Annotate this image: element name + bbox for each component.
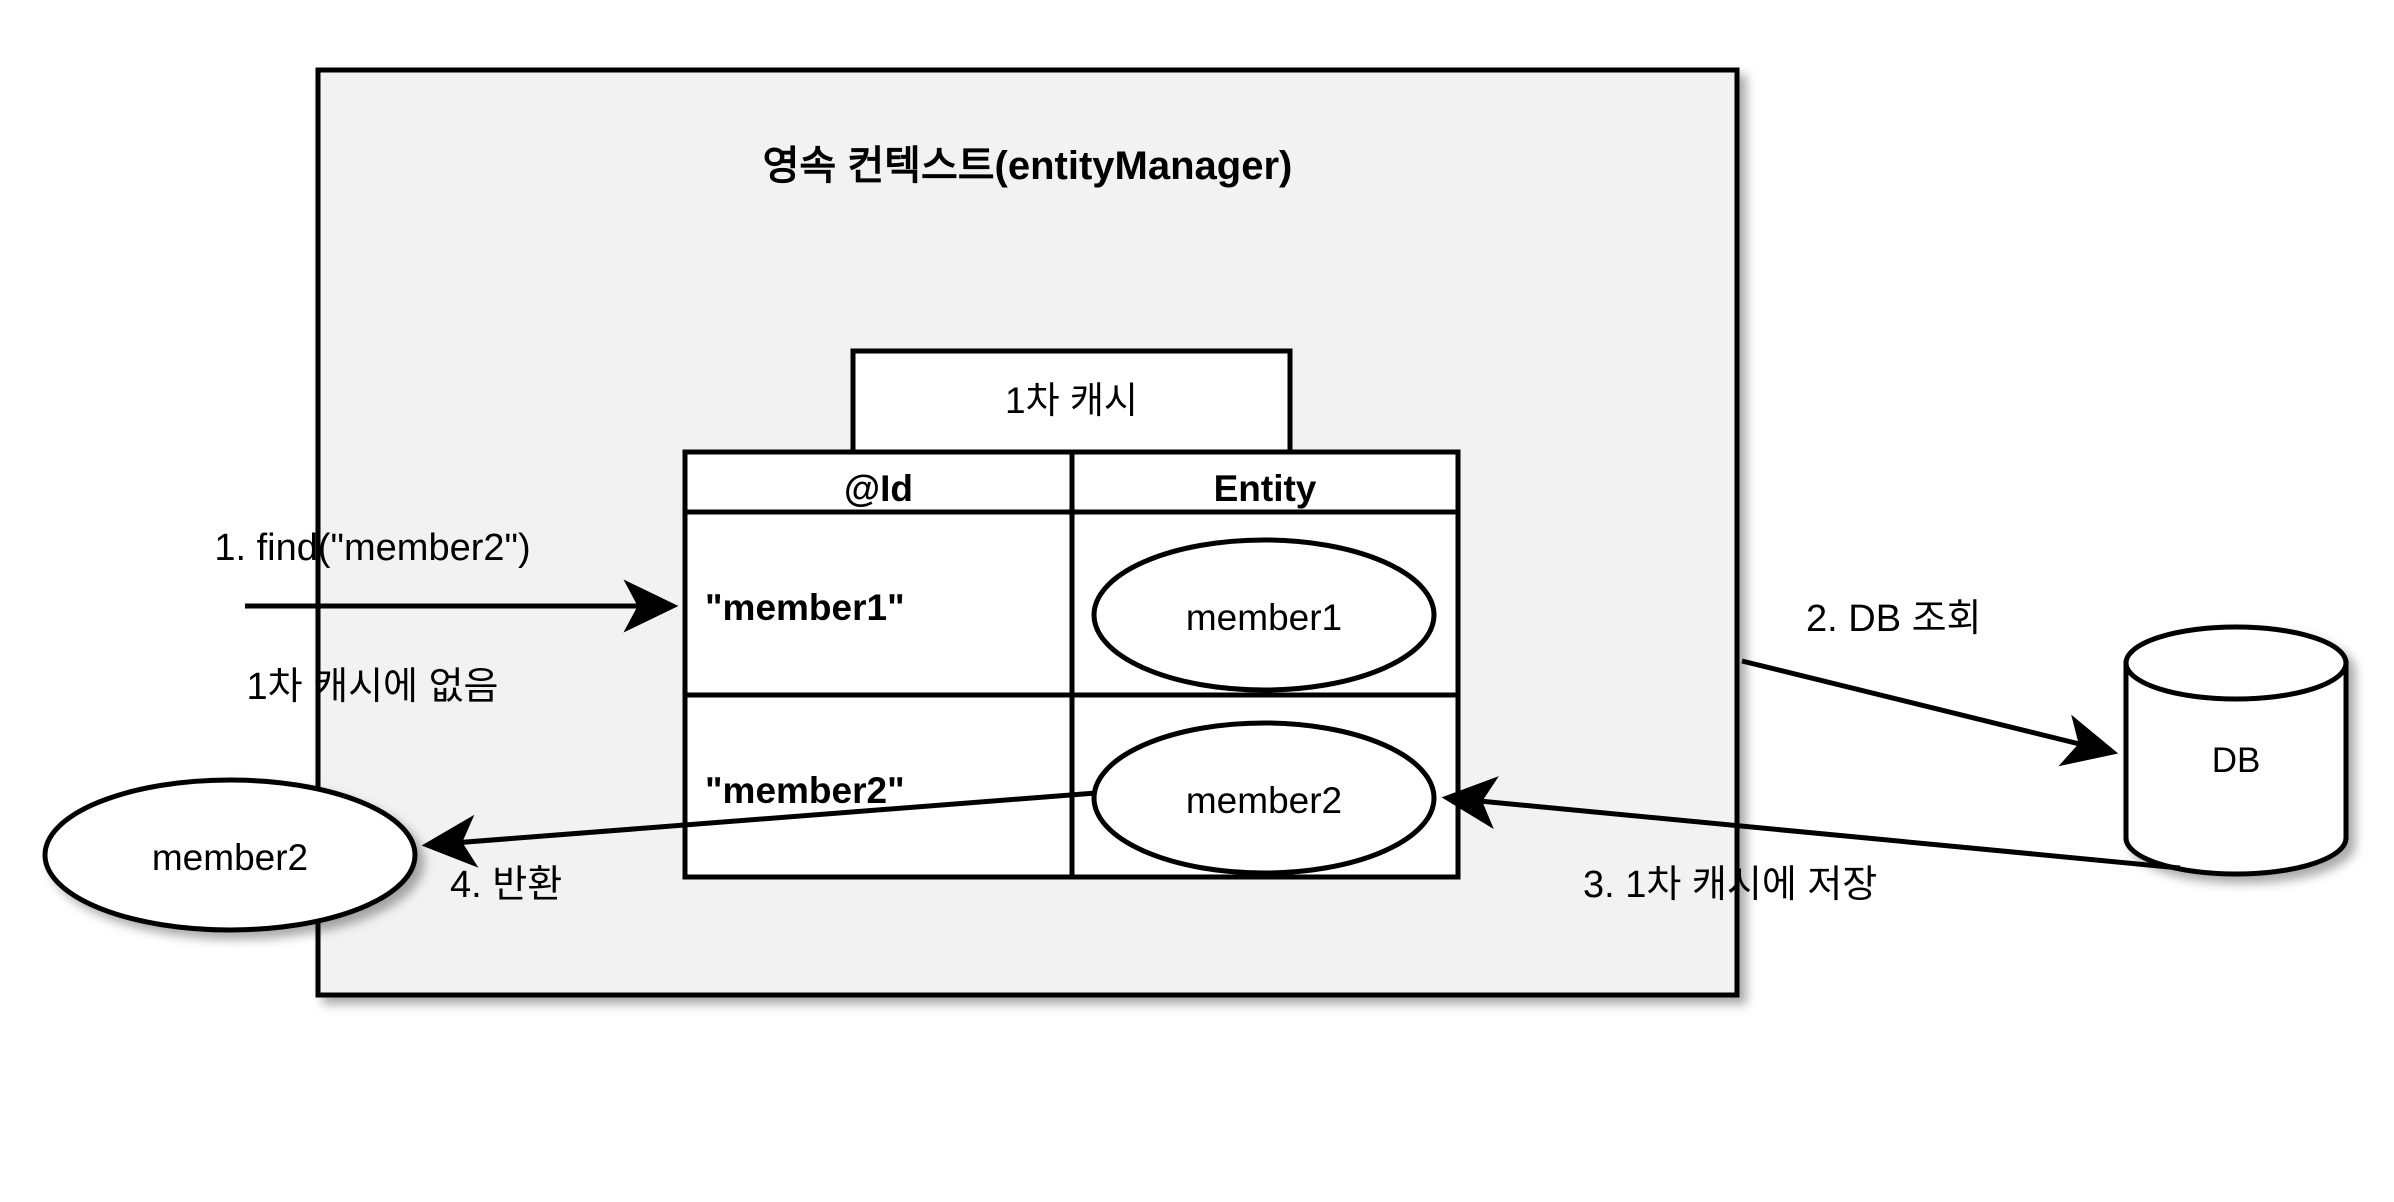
returned-entity-ellipse-member2 — [42, 777, 418, 933]
step-2-label: 2. DB 조회 — [1806, 598, 1982, 640]
cache-table-header-id: @Id — [844, 468, 913, 509]
returned-entity-label: member2 — [151, 837, 309, 878]
step-1-label-line-2: 1차 캐시에 없음 — [246, 665, 499, 708]
database-cylinder-icon — [2123, 624, 2349, 877]
cache-table-row-1-id: "member1" — [705, 587, 905, 628]
entity-ellipse-member1 — [1091, 537, 1437, 693]
flow-arrow-step-4 — [421, 790, 1097, 868]
entity-ellipse-member2 — [1091, 720, 1437, 876]
first-level-cache-box — [850, 348, 1293, 455]
flow-arrow-step-3 — [1441, 776, 2181, 871]
database-label: DB — [2211, 741, 2261, 780]
step-1-label: 1. find("member2") 1차 캐시에 없음 — [100, 432, 645, 803]
cache-table-row-2-id: "member2" — [705, 770, 905, 811]
step-1-label-line-1: 1. find("member2") — [214, 526, 531, 569]
cache-table-header-entity: Entity — [1213, 468, 1317, 509]
persistence-context-title: 영속 컨텍스트(entityManager) — [762, 144, 1293, 188]
cache-table-row-2-entity-label: member2 — [1185, 780, 1343, 821]
step-4-label: 4. 반환 — [450, 864, 563, 906]
cache-table-row-1-entity-label: member1 — [1185, 597, 1343, 638]
step-3-label: 3. 1차 캐시에 저장 — [1583, 864, 1878, 906]
flow-arrow-step-2 — [1741, 658, 2119, 767]
first-level-cache-label: 1차 캐시 — [1005, 380, 1138, 421]
